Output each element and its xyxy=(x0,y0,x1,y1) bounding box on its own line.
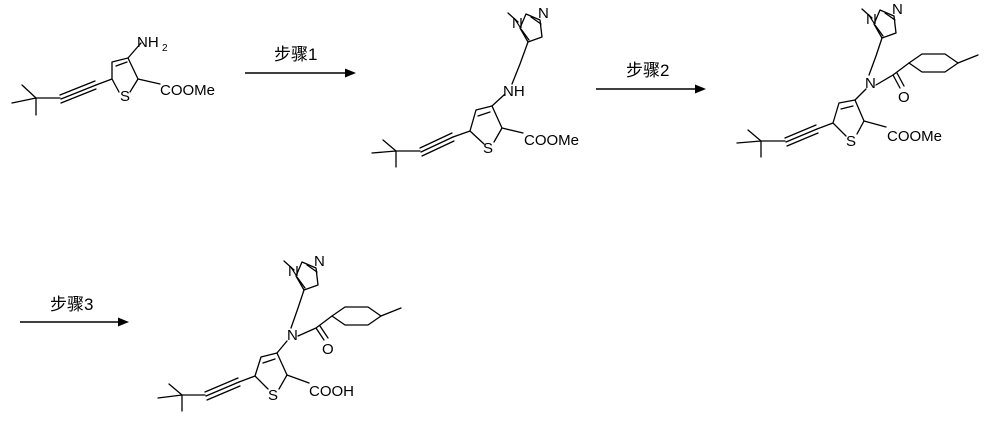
ester-label: COOMe xyxy=(524,132,579,149)
ester-label: COOMe xyxy=(160,82,215,99)
step-1-label: 步骤1 xyxy=(274,45,317,64)
step-3-label: 步骤3 xyxy=(50,295,93,314)
imidazole-n1: N xyxy=(512,15,523,32)
intermediate-amine: N N NH S COOMe xyxy=(372,5,579,167)
amine-subscript: 2 xyxy=(162,43,168,54)
imidazole-n3: N xyxy=(314,253,325,270)
intermediate-amide: N N N O S COOMe xyxy=(737,1,978,157)
acid-label: COOH xyxy=(309,383,354,400)
amine-label: NH xyxy=(137,34,159,51)
reaction-arrow-2: 步骤2 xyxy=(596,61,706,94)
carbonyl-oxygen: O xyxy=(322,341,334,358)
thiophene-sulfur: S xyxy=(268,387,278,404)
reaction-arrow-3: 步骤3 xyxy=(20,295,129,327)
carbonyl-oxygen: O xyxy=(898,89,910,106)
amide-nitrogen: N xyxy=(865,75,876,92)
imidazole-n3: N xyxy=(892,1,903,18)
ester-label: COOMe xyxy=(887,128,942,145)
reaction-arrow-1: 步骤1 xyxy=(245,45,356,78)
thiophene-sulfur: S xyxy=(483,140,493,157)
starting-material: NH 2 S COOMe xyxy=(12,34,215,115)
product-acid: N N N O S COOH xyxy=(158,253,401,411)
amine-label: NH xyxy=(503,83,525,100)
amide-nitrogen: N xyxy=(287,327,298,344)
imidazole-n1: N xyxy=(288,263,299,280)
thiophene-sulfur: S xyxy=(120,88,130,105)
step-2-label: 步骤2 xyxy=(626,61,669,80)
imidazole-n1: N xyxy=(866,11,877,28)
thiophene-sulfur: S xyxy=(846,133,856,150)
imidazole-n3: N xyxy=(538,5,549,22)
